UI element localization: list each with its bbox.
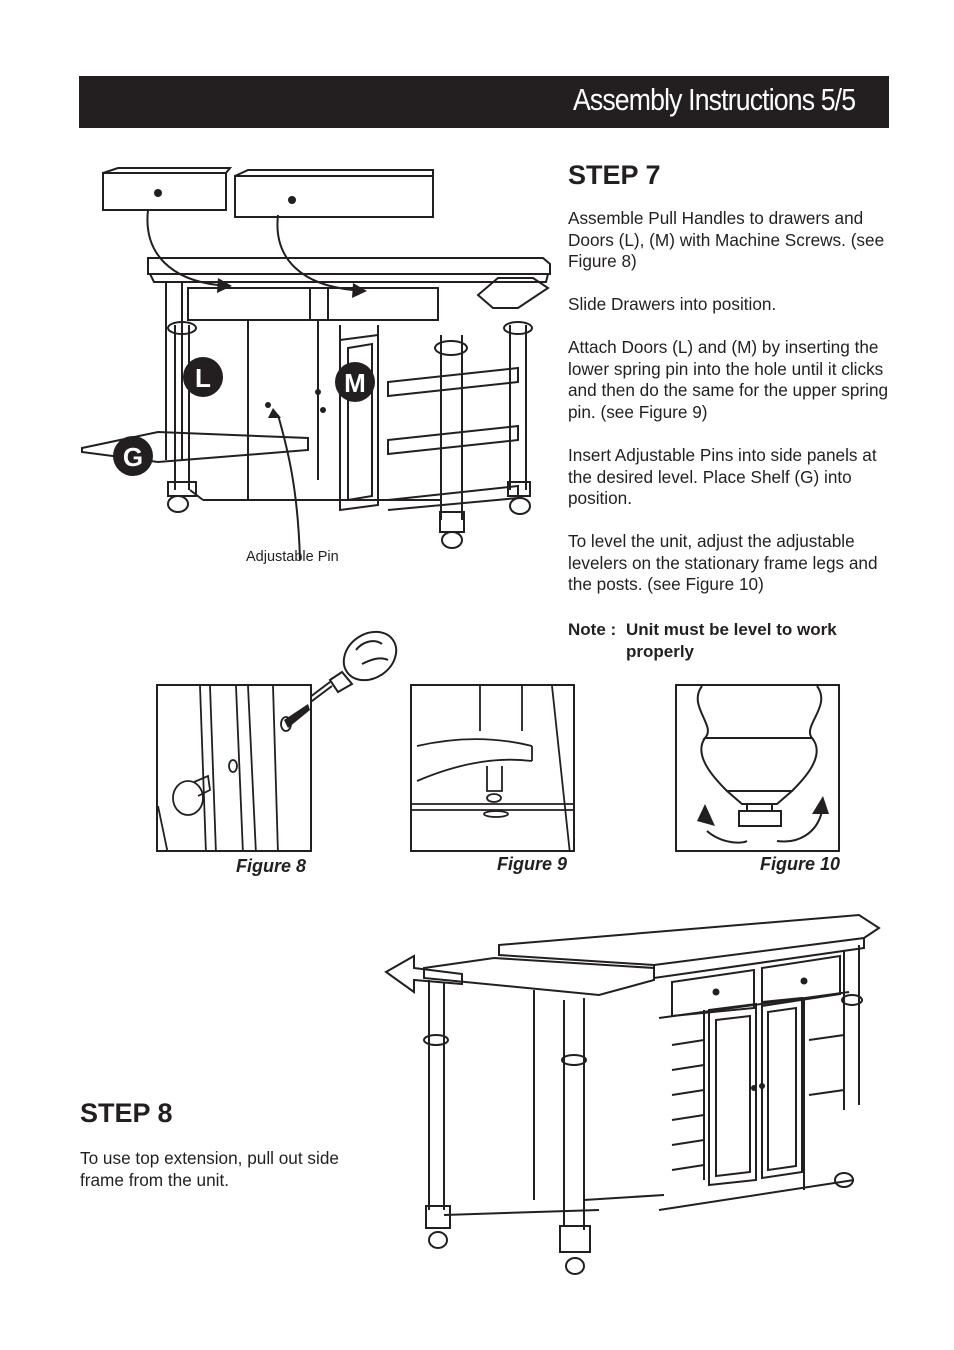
adjustable-pin-label: Adjustable Pin — [246, 549, 339, 565]
note: Note : Unit must be level to work proper… — [568, 619, 898, 665]
svg-text:M: M — [344, 368, 366, 398]
figure10-leveler-icon — [696, 686, 829, 844]
figure9-caption: Figure 9 — [497, 854, 568, 874]
header-bar: Assembly Instructions 5/5 — [79, 76, 889, 128]
step7-paragraph-2: Slide Drawers into position. — [568, 294, 777, 314]
step7-paragraph-4: Insert Adjustable Pins into side panels … — [568, 445, 877, 509]
badge-l-icon: L — [183, 357, 223, 397]
step8-extension-diagram — [384, 913, 881, 1275]
note-label: Note : — [568, 620, 617, 639]
step8-text: To use top extension, pull out side fram… — [80, 1148, 339, 1190]
step7-paragraph-1: Assemble Pull Handles to drawers and Doo… — [568, 208, 885, 272]
figure10-caption: Figure 10 — [760, 854, 841, 874]
step7-paragraph-5: To level the unit, adjust the adjustable… — [568, 531, 878, 595]
note-text: Unit must be level to work properly — [626, 620, 837, 661]
badge-g-icon: G — [113, 436, 153, 476]
figure8-box — [156, 684, 312, 852]
page-title: Assembly Instructions 5/5 — [572, 82, 856, 117]
figure9-spring-pin-icon — [412, 686, 573, 850]
figure10-box — [675, 684, 840, 852]
step7-paragraph-3: Attach Doors (L) and (M) by inserting th… — [568, 337, 889, 422]
svg-text:G: G — [123, 442, 143, 472]
figure8-caption: Figure 8 — [236, 856, 307, 876]
step7-heading: STEP 7 — [568, 160, 661, 190]
figure8-knob-icon — [158, 686, 310, 850]
badge-m-icon: M — [335, 362, 375, 402]
figure9-box — [410, 684, 575, 852]
step8-heading: STEP 8 — [80, 1098, 173, 1128]
step7-kitchen-island-diagram: L M G — [81, 167, 551, 561]
svg-text:L: L — [195, 363, 211, 393]
